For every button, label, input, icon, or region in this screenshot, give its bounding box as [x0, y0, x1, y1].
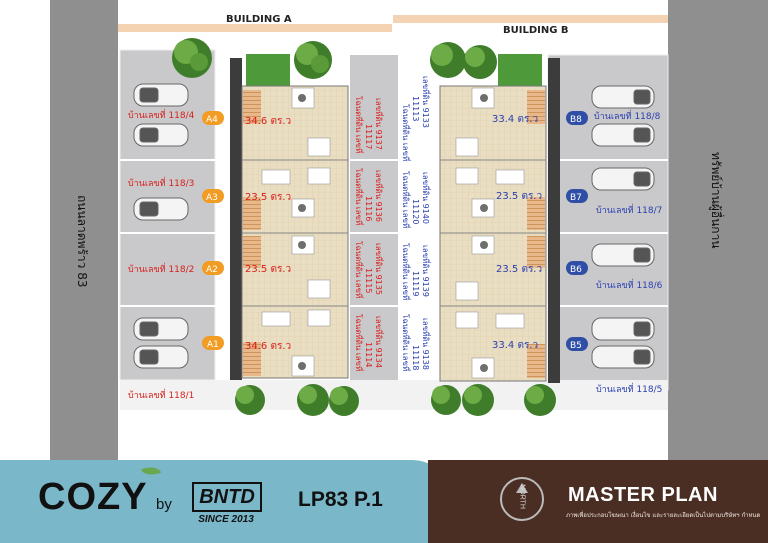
land-number: เลขที่ดิน 9139 [421, 245, 432, 297]
deed-label: โฉนดที่ดิน เลขที่ [354, 314, 365, 371]
deed-label: โฉนดที่ดิน เลขที่ [401, 171, 412, 228]
footer-banner: COZY by BNTD SINCE 2013 LP83 P.1 NORTH M… [0, 460, 768, 543]
disclaimer: ภาพเพื่อประกอบโฆษณา เงื่อนไข และรายละเอี… [566, 512, 761, 519]
left-road-name: ถนนลาดพร้าว 83 [75, 195, 89, 287]
unit-b7[interactable]: บ้านเลขที่ 118/7 B7 23.5 ตร.ว โฉนดที่ดิน… [401, 171, 662, 228]
deed-label: โฉนดที่ดิน เลขที่ [401, 314, 412, 371]
unit-id: A1 [207, 340, 219, 350]
unit-badge [566, 337, 588, 351]
unit-a4[interactable]: บ้านเลขที่ 118/4 A4 34.6 ตร.ว โฉนดที่ดิน… [128, 96, 385, 153]
tree-icons [172, 38, 556, 416]
unit-area: 23.5 ตร.ว [245, 192, 291, 203]
right-road-name: ทรัพย์บ้านผู้อื่นกาน [708, 152, 725, 249]
garden-a [246, 54, 290, 87]
brand-by: by [156, 496, 172, 513]
unit-b6[interactable]: บ้านเลขที่ 118/6 B6 23.5 ตร.ว โฉนดที่ดิน… [401, 243, 663, 300]
land-number: เลขที่ดิน 9136 [374, 170, 385, 222]
brand-logo: COZY [38, 476, 148, 518]
deed-number: 11119 [411, 271, 420, 296]
deed-number: 11114 [364, 342, 373, 367]
brand-panel [0, 460, 452, 543]
unit-area: 34.6 ตร.ว [245, 341, 291, 352]
unit-area: 23.5 ตร.ว [496, 191, 542, 202]
building-a-strip [118, 24, 392, 32]
unit-a3[interactable]: บ้านเลขที่ 118/3 A3 23.5 ตร.ว โฉนดที่ดิน… [128, 168, 385, 225]
garden-b [498, 54, 542, 87]
north-compass-icon: NORTH [500, 477, 544, 521]
deed-label: โฉนดที่ดิน เลขที่ [354, 241, 365, 298]
partner-since: SINCE 2013 [198, 514, 254, 525]
unit-id: A4 [206, 115, 218, 125]
deed-number: 11117 [364, 124, 373, 149]
land-number: เลขที่ดิน 9140 [421, 172, 432, 224]
unit-badge [202, 336, 224, 350]
building-a-label: BUILDING A [226, 14, 292, 25]
north-arrow-icon [516, 483, 528, 493]
unit-area: 33.4 ตร.ว [492, 114, 538, 125]
unit-badge [566, 261, 588, 275]
unit-id: B8 [570, 115, 582, 125]
page-title: MASTER PLAN [568, 484, 718, 506]
deed-number: 11116 [364, 196, 373, 221]
unit-id: B5 [570, 341, 582, 351]
deed-label: โฉนดที่ดิน เลขที่ [401, 243, 412, 300]
deed-number: 11115 [364, 268, 373, 293]
right-road [668, 0, 768, 460]
building-a-floors [241, 85, 349, 379]
partner-logo: BNTD [192, 482, 262, 512]
central-walkway [350, 55, 398, 385]
building-b-label: BUILDING B [503, 25, 569, 36]
house-number: บ้านเลขที่ 118/1 [128, 388, 194, 401]
unit-id: A3 [206, 193, 218, 203]
north-label: NORTH [518, 484, 526, 509]
house-number: บ้านเลขที่ 118/3 [128, 176, 194, 189]
land-number: เลขที่ดิน 9135 [374, 243, 385, 295]
left-road [50, 0, 118, 460]
land-number: เลขที่ดิน 9137 [374, 98, 385, 150]
unit-id: A2 [206, 265, 218, 275]
south-gap [120, 380, 668, 410]
deed-label: โฉนดที่ดิน เลขที่ [354, 96, 365, 153]
land-number: เลขที่ดิน 9138 [421, 318, 432, 370]
house-number: บ้านเลขที่ 118/2 [128, 262, 194, 275]
unit-badge [202, 111, 224, 125]
deed-label: โฉนดที่ดิน เลขที่ [354, 168, 365, 225]
unit-a1[interactable]: บ้านเลขที่ 118/1 A1 34.6 ตร.ว โฉนดที่ดิน… [128, 314, 385, 401]
deed-number: 11120 [411, 199, 420, 224]
project-code: LP83 P.1 [298, 488, 383, 511]
unit-b5[interactable]: บ้านเลขที่ 118/5 B5 33.4 ตร.ว โฉนดที่ดิน… [401, 314, 662, 395]
deed-label: โฉนดที่ดิน เลขที่ [401, 104, 412, 161]
unit-area: 23.5 ตร.ว [245, 264, 291, 275]
unit-badge [202, 189, 224, 203]
unit-area: 34.6 ตร.ว [245, 116, 291, 127]
unit-b8[interactable]: บ้านเลขที่ 118/8 B8 33.4 ตร.ว โฉนดที่ดิน… [401, 76, 661, 161]
unit-badge [566, 111, 588, 125]
house-number: บ้านเลขที่ 118/4 [128, 108, 195, 121]
land-number: เลขที่ดิน 9134 [374, 316, 385, 368]
unit-badge [566, 189, 588, 203]
house-number: บ้านเลขที่ 118/8 [594, 109, 661, 122]
house-number: บ้านเลขที่ 118/6 [596, 278, 663, 291]
unit-id: B6 [570, 265, 582, 275]
building-b-floors [439, 85, 547, 382]
unit-badge [202, 261, 224, 275]
unit-area: 33.4 ตร.ว [492, 340, 538, 351]
deed-number: 11118 [411, 345, 420, 370]
title-panel [428, 460, 768, 543]
unit-area: 23.5 ตร.ว [496, 264, 542, 275]
house-number: บ้านเลขที่ 118/7 [596, 203, 662, 216]
deed-number: 11113 [411, 96, 420, 121]
building-b-strip [393, 15, 668, 23]
house-number: บ้านเลขที่ 118/5 [596, 382, 662, 395]
unit-a2[interactable]: บ้านเลขที่ 118/2 A2 23.5 ตร.ว โฉนดที่ดิน… [128, 241, 385, 298]
land-number: เลขที่ดิน 9133 [421, 76, 432, 128]
car-icons [133, 83, 655, 369]
unit-id: B7 [570, 193, 582, 203]
